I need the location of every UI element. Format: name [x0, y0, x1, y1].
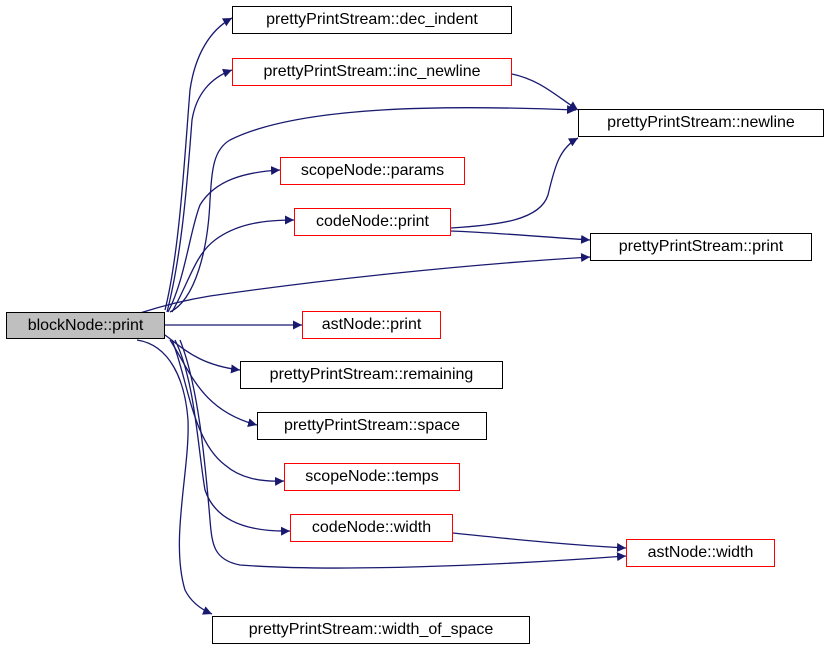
edge-root-newline: [169, 105, 577, 313]
edge-root-params: [167, 166, 281, 313]
node-pretty-print-stream-newline[interactable]: prettyPrintStream::newline: [578, 109, 824, 137]
edge-root-code-width: [174, 339, 291, 536]
node-scope-node-temps[interactable]: scopeNode::temps: [284, 463, 460, 491]
node-pretty-print-stream-inc-newline[interactable]: prettyPrintStream::inc_newline: [232, 58, 512, 86]
edge-root-pps-print: [139, 253, 591, 314]
node-ast-node-width[interactable]: astNode::width: [626, 539, 775, 567]
node-pretty-print-stream-space[interactable]: prettyPrintStream::space: [257, 412, 487, 440]
edge-root-temps: [171, 339, 285, 486]
node-pretty-print-stream-width-of-space[interactable]: prettyPrintStream::width_of_space: [212, 616, 530, 644]
edge-root-remaining: [164, 334, 241, 374]
edge-code-print-pps-print: [450, 230, 591, 244]
node-pretty-print-stream-dec-indent[interactable]: prettyPrintStream::dec_indent: [232, 6, 512, 34]
edge-root-dec-indent: [164, 17, 233, 311]
node-block-node-print[interactable]: blockNode::print: [6, 312, 165, 339]
edge-inc-newline-newline: [511, 73, 579, 111]
edge-code-print-newline: [450, 137, 579, 229]
node-pretty-print-stream-remaining[interactable]: prettyPrintStream::remaining: [240, 361, 503, 389]
edge-root-inc-newline: [166, 68, 233, 313]
edge-root-width-of-space: [136, 339, 213, 615]
node-code-node-width[interactable]: codeNode::width: [290, 514, 453, 542]
node-pretty-print-stream-print[interactable]: prettyPrintStream::print: [590, 233, 812, 261]
edge-root-code-print: [171, 215, 295, 313]
node-code-node-print[interactable]: codeNode::print: [294, 208, 451, 236]
edge-code-width-ast-width: [452, 532, 627, 553]
node-ast-node-print[interactable]: astNode::print: [302, 311, 441, 339]
edge-root-ast-width: [179, 339, 627, 569]
node-scope-node-params[interactable]: scopeNode::params: [280, 157, 465, 185]
